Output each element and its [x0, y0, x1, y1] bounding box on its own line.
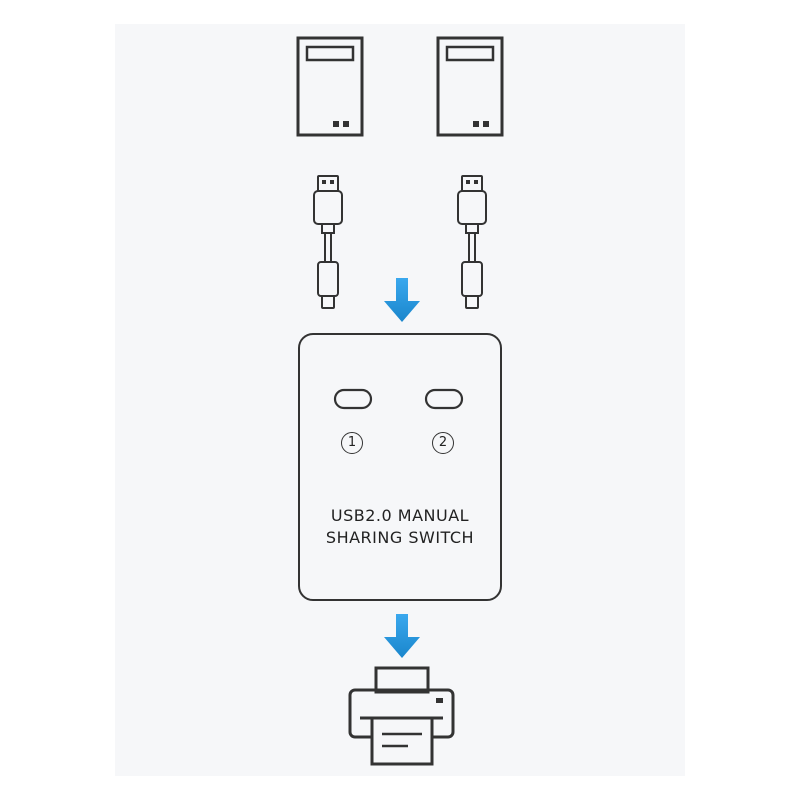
switch-title-line-1: USB2.0 MANUAL — [330, 506, 470, 525]
down-arrow-icon — [384, 614, 420, 658]
usb-switch-box — [298, 333, 502, 601]
computer-icon — [436, 36, 504, 137]
port-2-button — [424, 388, 464, 410]
port-1-number: 1 — [341, 432, 363, 454]
usb-cable-icon — [457, 175, 487, 309]
printer-icon — [348, 666, 455, 766]
port-1-button — [333, 388, 373, 410]
port-2-number: 2 — [432, 432, 454, 454]
usb-cable-icon — [313, 175, 343, 309]
computer-icon — [296, 36, 364, 137]
switch-title-line-2: SHARING SWITCH — [325, 528, 475, 547]
down-arrow-icon — [384, 278, 420, 322]
